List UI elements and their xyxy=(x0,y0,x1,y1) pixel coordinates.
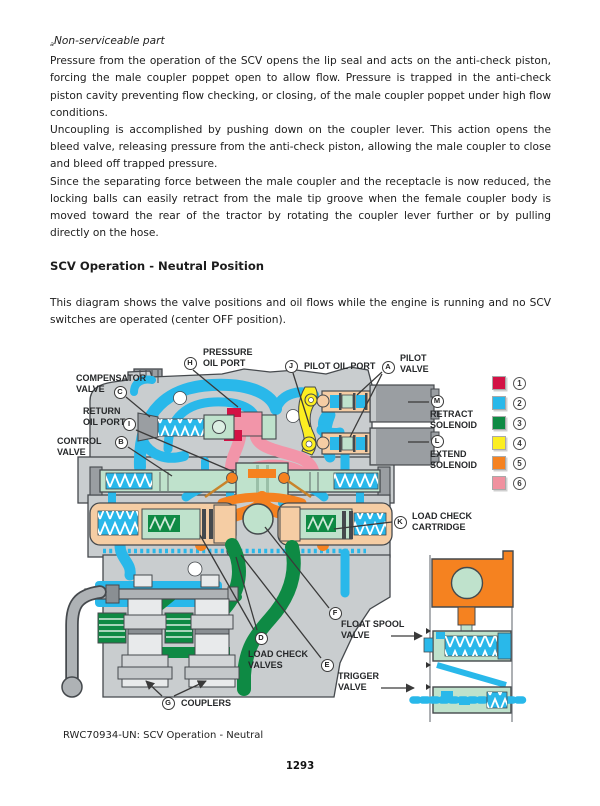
leader-lines xyxy=(125,369,429,697)
callout-circle-retract-solenoid: M xyxy=(430,394,444,408)
label-couplers: COUPLERS xyxy=(181,697,232,708)
coupler-lever xyxy=(61,585,107,698)
solenoid-blocks xyxy=(369,384,440,466)
legend-row: 5 xyxy=(492,453,526,473)
legend-swatch xyxy=(492,376,506,390)
legend-number: 3 xyxy=(513,416,526,430)
legend-row: 2 xyxy=(492,393,526,413)
label-retract-solenoid: RETRACT SOLENOID xyxy=(430,409,478,430)
callout-circle-pilot-oil-port: J xyxy=(284,359,298,373)
legend-swatch xyxy=(492,416,506,430)
scv-diagram-illustration xyxy=(61,366,530,722)
legend-swatch xyxy=(492,436,506,450)
label-load-check-valves: LOAD CHECK VALVES xyxy=(248,649,308,670)
load-check-cartridge-right xyxy=(277,502,393,546)
label-pressure-oil-port: PRESSURE OIL PORT xyxy=(203,347,253,368)
pilot-valve-assemblies xyxy=(316,390,375,455)
inset-detail xyxy=(409,550,530,722)
callout-circle-trigger-valve: E xyxy=(320,658,334,672)
callout-circle-control-valve: B xyxy=(114,435,128,449)
load-check-cartridge-left xyxy=(89,502,237,546)
footnote-line: aNon-serviceable part xyxy=(50,33,551,53)
legend-row: 1 xyxy=(492,373,526,393)
legend-number: 6 xyxy=(513,476,526,490)
legend-swatch xyxy=(492,456,506,470)
callout-circle-couplers: G xyxy=(161,696,175,710)
callout-circle-compensator-valve: C xyxy=(113,385,127,399)
label-compensator-valve: COMPENSATOR VALVE xyxy=(76,373,147,394)
label-float-spool-valve: FLOAT SPOOL VALVE xyxy=(341,619,405,640)
legend-swatch xyxy=(492,476,506,490)
legend-row: 6 xyxy=(492,473,526,493)
legend-number: 2 xyxy=(513,396,526,410)
legend-row: 3 xyxy=(492,413,526,433)
label-trigger-valve: TRIGGER VALVE xyxy=(338,671,380,692)
legend-number: 1 xyxy=(513,376,526,390)
pressure-port-mark xyxy=(227,408,241,417)
legend-number: 5 xyxy=(513,456,526,470)
legend-swatch xyxy=(492,396,506,410)
paragraph: Pressure from the operation of the SCV o… xyxy=(50,55,551,119)
callout-circle-load-check-cartridge: K xyxy=(393,515,407,529)
control-valve-spool xyxy=(89,462,391,499)
label-pilot-oil-port: PILOT OIL PORT xyxy=(304,360,376,371)
coupler-assemblies xyxy=(97,574,240,688)
compensator-valve-assembly xyxy=(137,412,277,442)
label-extend-solenoid: EXTEND SOLENOID xyxy=(430,449,478,470)
paragraph: Since the separating force between the m… xyxy=(50,175,551,240)
callout-circle-pressure-oil-port: H xyxy=(183,356,197,370)
label-load-check-cartridge: LOAD CHECK CARTRIDGE xyxy=(412,511,472,532)
scv-diagram: H PRESSURE OIL PORT J PILOT OIL PORT A P… xyxy=(0,345,600,735)
legend-number: 4 xyxy=(513,436,526,450)
callout-circle-float-spool-valve: F xyxy=(328,606,342,620)
label-pilot-valve: PILOT VALVE xyxy=(400,353,429,374)
label-return-oil-port: RETURN OIL PORT xyxy=(83,406,126,427)
callout-circle-load-check-valves: D xyxy=(254,631,268,645)
color-legend: 1 2 3 4 5 6 xyxy=(492,373,526,493)
check-ball xyxy=(242,503,274,535)
callout-circle-extend-solenoid: L xyxy=(430,434,444,448)
label-control-valve: CONTROL VALVE xyxy=(57,436,102,457)
paragraph: Uncoupling is accomplished by pushing do… xyxy=(50,124,551,171)
page-number: 1293 xyxy=(285,761,315,772)
body-text: aNon-serviceable part Pressure from the … xyxy=(50,33,551,329)
figure-caption: RWC70934-UN: SCV Operation - Neutral xyxy=(63,730,264,741)
footnote-marker: a xyxy=(50,40,54,48)
callout-circle-return-oil-port: I xyxy=(122,417,136,431)
callout-circle-pilot-valve: A xyxy=(381,360,395,374)
paragraph: This diagram shows the valve positions a… xyxy=(50,296,551,326)
footnote-text: Non-serviceable part xyxy=(53,35,165,47)
section-heading: SCV Operation - Neutral Position xyxy=(50,259,265,274)
legend-row: 4 xyxy=(492,433,526,453)
